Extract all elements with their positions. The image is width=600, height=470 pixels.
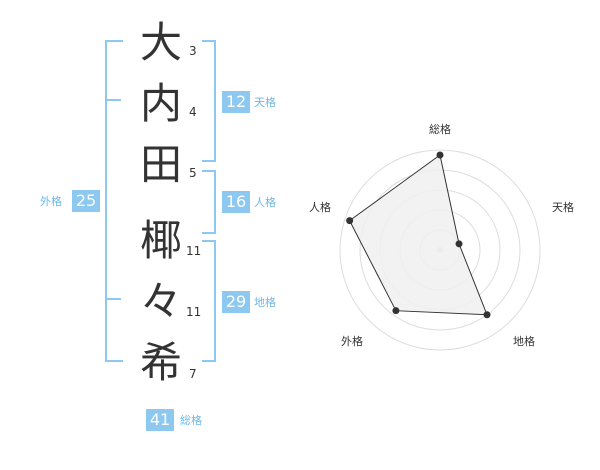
radar-point-jinkaku [346,217,354,225]
stroke-count-3: 5 [189,166,197,180]
radar-point-soukaku [436,151,444,159]
radar-polygon [348,154,488,316]
gaikaku-tick-upper [105,99,121,101]
chikaku-badge: 29 [222,291,250,313]
radar-label-tenkaku: 天格 [552,201,574,214]
gaikaku-badge: 25 [72,190,100,212]
radar-point-gaikaku [392,307,400,315]
jinkaku-bracket [202,170,216,234]
tenkaku-badge: 12 [222,91,250,113]
name-char-2: 内 [139,79,182,128]
jinkaku-label: 人格 [254,196,276,209]
tenkaku-bracket [202,40,216,162]
name-char-3: 田 [139,140,182,189]
gaikaku-label: 外格 [40,195,62,208]
radar-ring [419,229,461,271]
radar-point-chikaku [483,311,491,319]
soukaku-label: 総格 [180,414,202,427]
radar-ring [339,149,541,351]
chikaku-label: 地格 [254,296,276,309]
radar-label-soukaku: 総格 [429,123,451,136]
name-char-1: 大 [139,18,182,67]
stroke-count-2: 4 [189,105,197,119]
soukaku-badge: 41 [146,409,174,431]
radar-ring [379,189,501,311]
radar-center [437,247,443,253]
stroke-count-1: 3 [189,44,197,58]
chikaku-bracket [202,240,216,362]
radar-ring [399,209,481,291]
radar-point-tenkaku [455,240,463,248]
radar-ring [359,169,521,331]
gaikaku-tick-lower [105,298,121,300]
tenkaku-label: 天格 [254,96,276,109]
stroke-count-5: 11 [186,305,202,319]
name-char-6: 希 [139,338,182,387]
radar-label-gaikaku: 外格 [341,335,363,348]
radar-label-jinkaku: 人格 [309,201,331,214]
radar-label-chikaku: 地格 [513,335,535,348]
name-char-4: 椰 [139,216,182,265]
gaikaku-bracket [105,40,123,362]
name-char-5: 々 [139,277,182,326]
stroke-count-4: 11 [186,244,202,258]
jinkaku-badge: 16 [222,191,250,213]
stroke-count-6: 7 [189,367,197,381]
